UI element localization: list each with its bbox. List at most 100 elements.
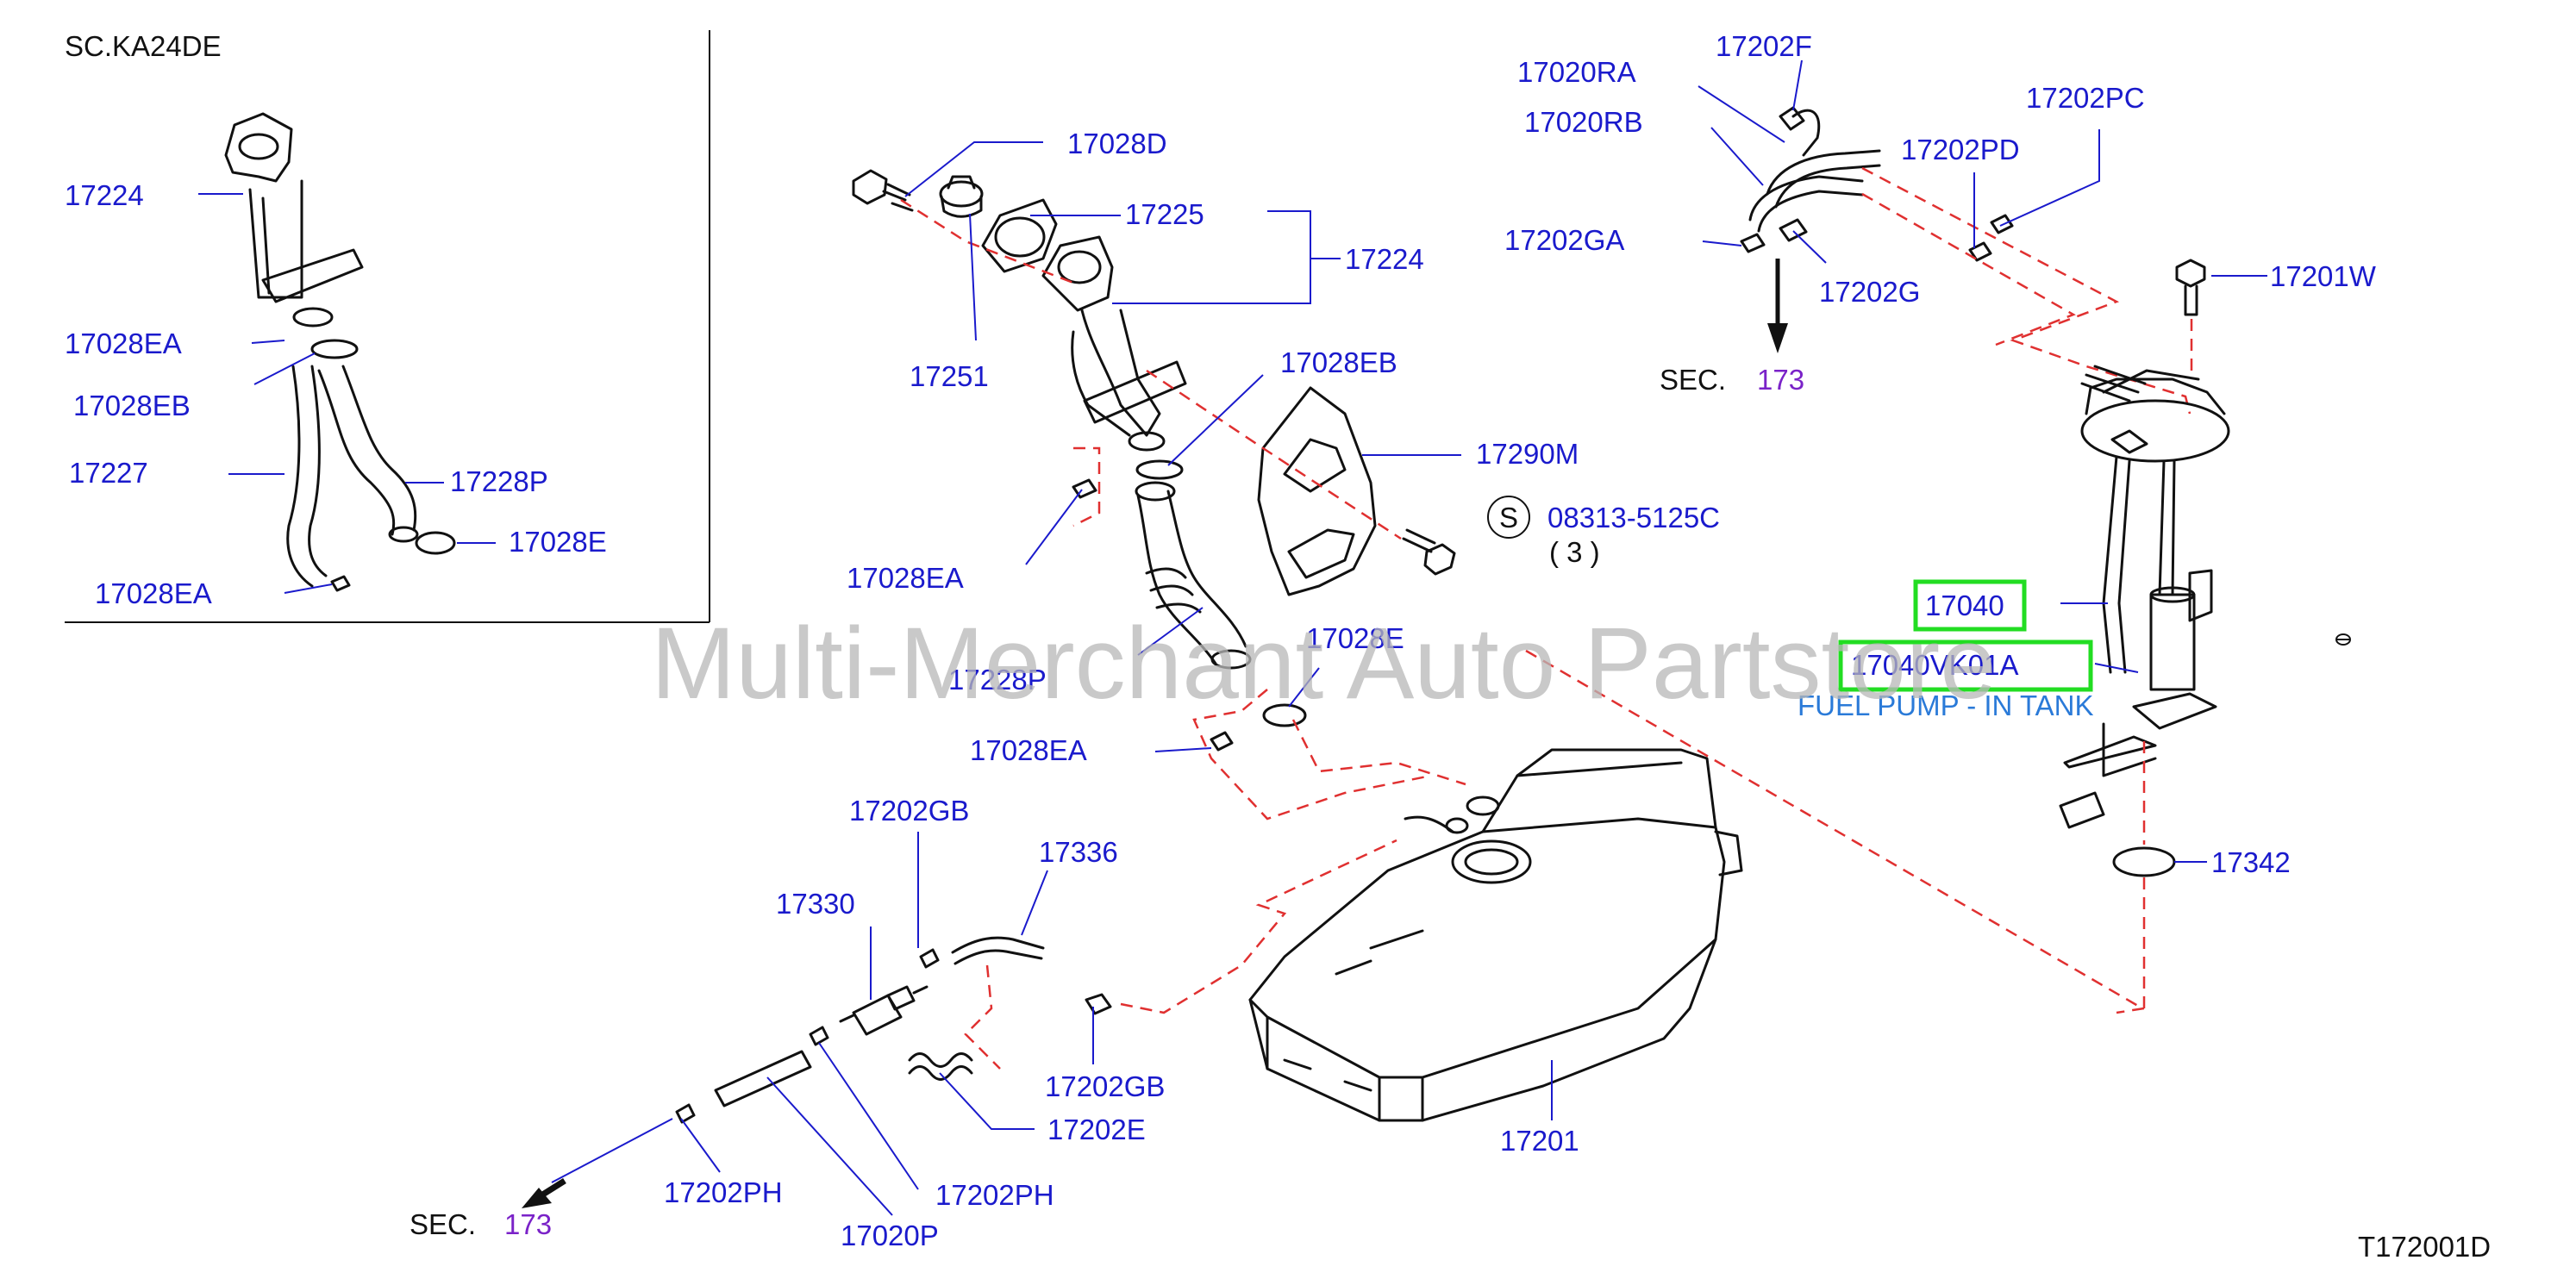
dash-filler-axis: [900, 198, 1079, 286]
label-08313-5125C: 08313-5125C: [1547, 502, 1720, 533]
tube-17020RB: [1748, 175, 1864, 221]
label-17201W: 17201W: [2270, 260, 2377, 292]
clamp-17202GA: [1740, 233, 1766, 253]
leader-17020RA: [1698, 85, 1785, 143]
label-17202PH-left: 17202PH: [664, 1176, 783, 1208]
clamp-17028EAd: [1210, 731, 1234, 752]
leader-sec-bottom: [551, 1118, 673, 1183]
clamp-17202PD: [1968, 241, 1992, 262]
pump-tube-left: [2102, 455, 2131, 674]
inset-panel: SC.KA24DE 1: [65, 30, 710, 623]
sec-bottom-number: 173: [504, 1208, 552, 1240]
gasket-17225: [981, 198, 1058, 273]
symbol-s: S: [1499, 502, 1518, 533]
watermark: Multi-Merchant Auto Partstore: [651, 607, 1997, 721]
annotation-fuel-pump: FUEL PUMP - IN TANK: [1798, 689, 2094, 721]
arrow-head-top: [1767, 323, 1788, 353]
label-17336: 17336: [1039, 836, 1118, 868]
bolt-17028D: [852, 169, 914, 212]
bolt-17201W: [2175, 259, 2206, 316]
leader-17028EAc: [1025, 489, 1083, 565]
label-17202GA: 17202GA: [1504, 224, 1624, 256]
pump-body: [2059, 569, 2217, 829]
pump-flange: [2080, 365, 2230, 463]
tube-17020RA: [1766, 149, 1881, 196]
leader-17202G: [1792, 230, 1827, 264]
label-17020P: 17020P: [841, 1220, 939, 1251]
leader-17202PHb: [818, 1042, 919, 1190]
label-quantity: ( 3 ): [1549, 536, 1600, 568]
label-17028E: 17028E: [1306, 622, 1404, 654]
symbol-s-circle: [1487, 496, 1530, 539]
clamp-17202PC: [1990, 214, 2014, 234]
clamp-17202PHb: [675, 1103, 696, 1124]
label-17028E-inset: 17028E: [509, 526, 607, 558]
label-17228P-inset: 17228P: [450, 465, 548, 497]
label-17342: 17342: [2211, 846, 2291, 878]
leader-17020RB: [1710, 127, 1764, 186]
arrow-head-bottom: [522, 1188, 552, 1208]
leader-17028EBb: [1167, 374, 1264, 466]
inset-title: SC.KA24DE: [65, 30, 222, 62]
leader-17336: [1021, 870, 1048, 936]
inset-hose-17228P: [317, 365, 419, 543]
filler-assembly: 17028D 17225 17224 17251 17028EB 17290M …: [847, 128, 1720, 820]
label-17227: 17227: [69, 457, 148, 489]
leader-17028EAb: [284, 583, 333, 594]
label-17202PC: 17202PC: [2026, 82, 2145, 114]
dash-vent-b: [1861, 192, 2076, 346]
label-17028D: 17028D: [1067, 128, 1167, 159]
label-17028EA-low: 17028EA: [970, 734, 1087, 766]
hose-17228P: [1135, 481, 1252, 670]
dash-evap: [964, 964, 1001, 1070]
label-17020RB: 17020RB: [1524, 106, 1643, 138]
vent-tubes: 17020RA 17020RB 17202F 17202PC 17202PD 1…: [1504, 30, 2191, 415]
bracket-17224: [1112, 210, 1341, 304]
shield-17290M: [1257, 386, 1377, 596]
label-17020RA: 17020RA: [1517, 56, 1636, 88]
sec-bottom-prefix: SEC.: [410, 1208, 476, 1240]
leader-17202PC: [1999, 129, 2100, 227]
leader-17028EAa: [251, 340, 285, 344]
leader-17202PHa: [680, 1118, 721, 1173]
highlight-17040: [1913, 579, 2027, 632]
leader-17251: [969, 213, 977, 341]
label-17225: 17225: [1125, 198, 1204, 230]
clip-17202F: [1791, 109, 1821, 157]
tube-17020P: [714, 1050, 812, 1107]
label-17224-inset: 17224: [65, 179, 144, 211]
clamp-17028E: [1262, 703, 1307, 727]
dash-lower-left: [1192, 689, 1432, 820]
dash-lower-right: [1291, 719, 1466, 786]
label-17202GB-top: 17202GB: [849, 795, 969, 827]
leader-17028EAd: [1154, 747, 1212, 752]
gasket-hole: [994, 216, 1046, 258]
evap-lines: 17202GB 17336 17330 17202GB 17202E 17202…: [410, 795, 1397, 1251]
fuel-tank-17201: 17201: [1248, 748, 1743, 1157]
filter-17330: [839, 985, 928, 1036]
clamp-17028EB: [1135, 459, 1184, 480]
label-17202GB-bottom: 17202GB: [1045, 1070, 1165, 1102]
dash-vent-a: [1861, 166, 2191, 415]
label-17228P: 17228P: [948, 664, 1047, 696]
clamp-17202G: [1779, 218, 1808, 242]
dash-to-tank: [1120, 839, 1397, 1014]
hose-17336: [951, 936, 1045, 954]
label-17290M: 17290M: [1476, 438, 1579, 470]
clamp-17202PHa: [809, 1026, 829, 1046]
leader-17202F: [1792, 59, 1803, 111]
leader-17028D: [904, 141, 1043, 197]
label-17028EA-inset-bottom: 17028EA: [95, 577, 212, 609]
clamp-17202GBb: [1085, 993, 1112, 1015]
wire-17202E: [908, 1052, 973, 1068]
inset-clamps: [310, 339, 456, 592]
pump-tube-right: [2158, 459, 2176, 596]
filler-neck-17224: [1041, 235, 1187, 452]
label-17202F: 17202F: [1716, 30, 1812, 62]
label-17040VK01A: 17040VK01A: [1851, 649, 2019, 681]
dash-clamp: [1072, 446, 1101, 527]
label-17202PD: 17202PD: [1901, 134, 2020, 165]
sec-top-number: 173: [1757, 364, 1804, 396]
inset-hose-17227: [286, 365, 328, 588]
label-17202E: 17202E: [1047, 1114, 1146, 1145]
